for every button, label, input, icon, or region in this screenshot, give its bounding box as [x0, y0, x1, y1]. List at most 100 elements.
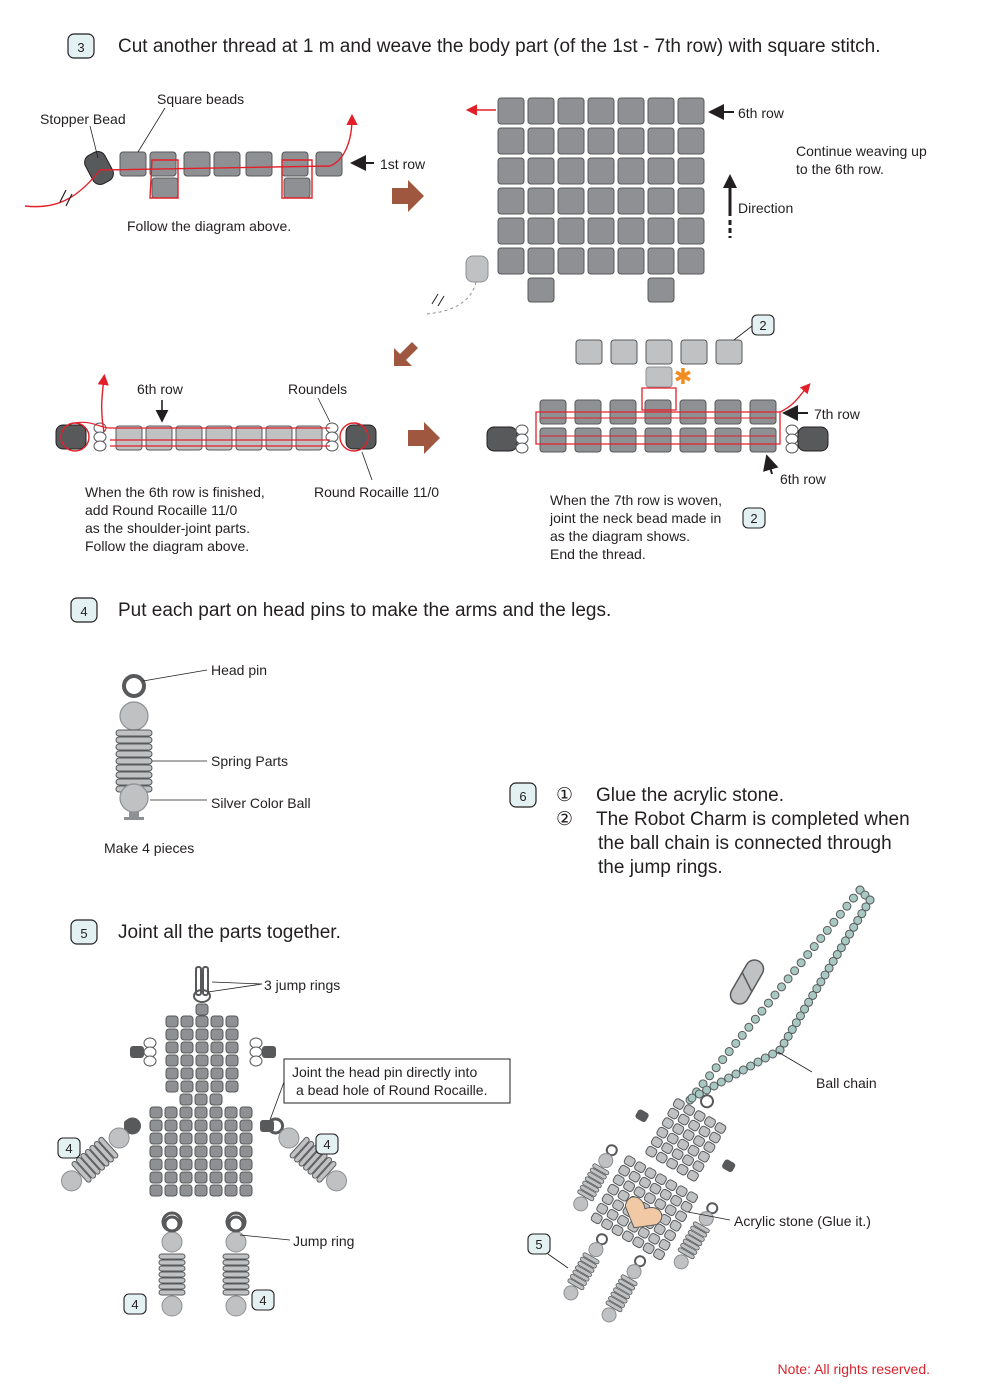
square-bead — [205, 425, 233, 451]
square-bead — [179, 1132, 193, 1145]
square-bead — [683, 1104, 696, 1116]
square-bead — [587, 97, 615, 125]
square-bead — [664, 1229, 677, 1242]
square-bead — [195, 1028, 209, 1041]
square-bead — [165, 1067, 179, 1080]
square-bead — [175, 425, 203, 451]
stopper-bead-label: Stopper Bead — [40, 111, 126, 127]
sixth-row-mid-label: 6th row — [137, 381, 184, 397]
roundels-left-2 — [515, 424, 529, 454]
first-row-beads — [119, 151, 343, 199]
square-bead — [209, 1145, 223, 1158]
square-bead — [666, 1157, 679, 1170]
continue-label-2: to the 6th row. — [796, 161, 884, 177]
square-bead — [677, 97, 705, 125]
square-bead — [587, 187, 615, 215]
svg-text:5: 5 — [80, 926, 87, 941]
step-3-badge: 3 — [67, 33, 95, 59]
square-bead — [224, 1145, 238, 1158]
square-bead — [617, 247, 645, 275]
svg-text:4: 4 — [80, 604, 87, 619]
square-bead — [209, 1184, 223, 1197]
square-bead — [165, 1080, 179, 1093]
square-bead — [527, 277, 555, 303]
square-bead — [210, 1015, 224, 1028]
thread-path-row7 — [535, 383, 811, 445]
step-6-badge: 6 — [509, 782, 537, 808]
square-bead — [180, 1067, 194, 1080]
square-bead — [210, 1080, 224, 1093]
chain-ball — [731, 1069, 741, 1079]
square-bead — [194, 1106, 208, 1119]
svg-text:6: 6 — [519, 789, 526, 804]
chain-ball — [804, 997, 814, 1007]
square-bead — [213, 151, 241, 177]
square-bead — [239, 1145, 253, 1158]
square-bead — [194, 1145, 208, 1158]
square-bead — [658, 1238, 671, 1251]
head-pin-assembly: Head pin Spring Parts Silver Color Ball … — [104, 662, 311, 856]
square-bead — [677, 157, 705, 185]
square-bead — [194, 1119, 208, 1132]
ref-badge-4-left-leg: 4 — [123, 1293, 147, 1315]
roundels-label: Roundels — [288, 381, 347, 397]
square-bead — [179, 1145, 193, 1158]
square-bead — [609, 427, 637, 453]
square-bead — [677, 1138, 690, 1151]
square-bead — [647, 187, 675, 215]
follow-diagram-label: Follow the diagram above. — [127, 218, 291, 234]
square-bead — [601, 1218, 614, 1231]
roundels-right — [325, 422, 339, 452]
square-bead — [617, 187, 645, 215]
square-bead — [587, 127, 615, 155]
square-bead — [628, 1170, 641, 1183]
silver-ball-bottom — [119, 783, 149, 813]
square-bead — [527, 157, 555, 185]
chain-ball — [795, 1011, 805, 1021]
square-bead — [644, 1167, 657, 1179]
spring-coil — [115, 750, 153, 758]
square-bead — [195, 1003, 209, 1016]
square-bead — [164, 1184, 178, 1197]
step-3: 3 Cut another thread at 1 m and weave th… — [24, 33, 927, 562]
spring-coil — [115, 757, 153, 765]
chain-ball — [848, 893, 858, 903]
square-bead — [677, 187, 705, 215]
square-bead — [179, 1093, 193, 1106]
three-jump-rings-label: 3 jump rings — [264, 977, 340, 993]
square-bead — [642, 1242, 655, 1255]
square-bead — [527, 127, 555, 155]
chain-ball — [763, 998, 773, 1008]
chain-ball — [842, 901, 852, 911]
acrylic-stone-label: Acrylic stone (Glue it.) — [734, 1213, 871, 1229]
square-bead — [648, 1232, 661, 1245]
square-bead — [239, 1184, 253, 1197]
chain-ball — [816, 977, 826, 987]
charm-robot — [563, 1094, 736, 1323]
square-bead — [224, 1158, 238, 1171]
chain-ball — [861, 902, 871, 912]
chain-ball — [718, 1055, 728, 1065]
square-bead — [714, 427, 742, 453]
robot-assembly: 3 jump rings Joint the head pin directly… — [57, 966, 511, 1317]
chain-ball — [857, 909, 867, 919]
square-bead — [239, 1119, 253, 1132]
square-bead — [180, 1080, 194, 1093]
square-bead — [497, 217, 525, 245]
chain-ball — [812, 984, 822, 994]
step-5: 5 Joint all the parts together. 3 jump r… — [57, 919, 511, 1317]
square-bead — [612, 1199, 625, 1212]
chain-ball — [816, 933, 826, 943]
square-bead — [617, 1189, 630, 1202]
square-bead — [225, 1080, 239, 1093]
square-bead — [661, 1142, 674, 1154]
square-bead — [180, 1041, 194, 1054]
square-bead — [610, 339, 638, 365]
chain-ball — [832, 950, 842, 960]
square-bead — [601, 1193, 614, 1206]
chain-ball — [760, 1053, 770, 1063]
square-bead — [587, 217, 615, 245]
square-bead — [149, 1119, 163, 1132]
square-bead — [612, 1174, 625, 1186]
square-bead — [644, 427, 672, 453]
